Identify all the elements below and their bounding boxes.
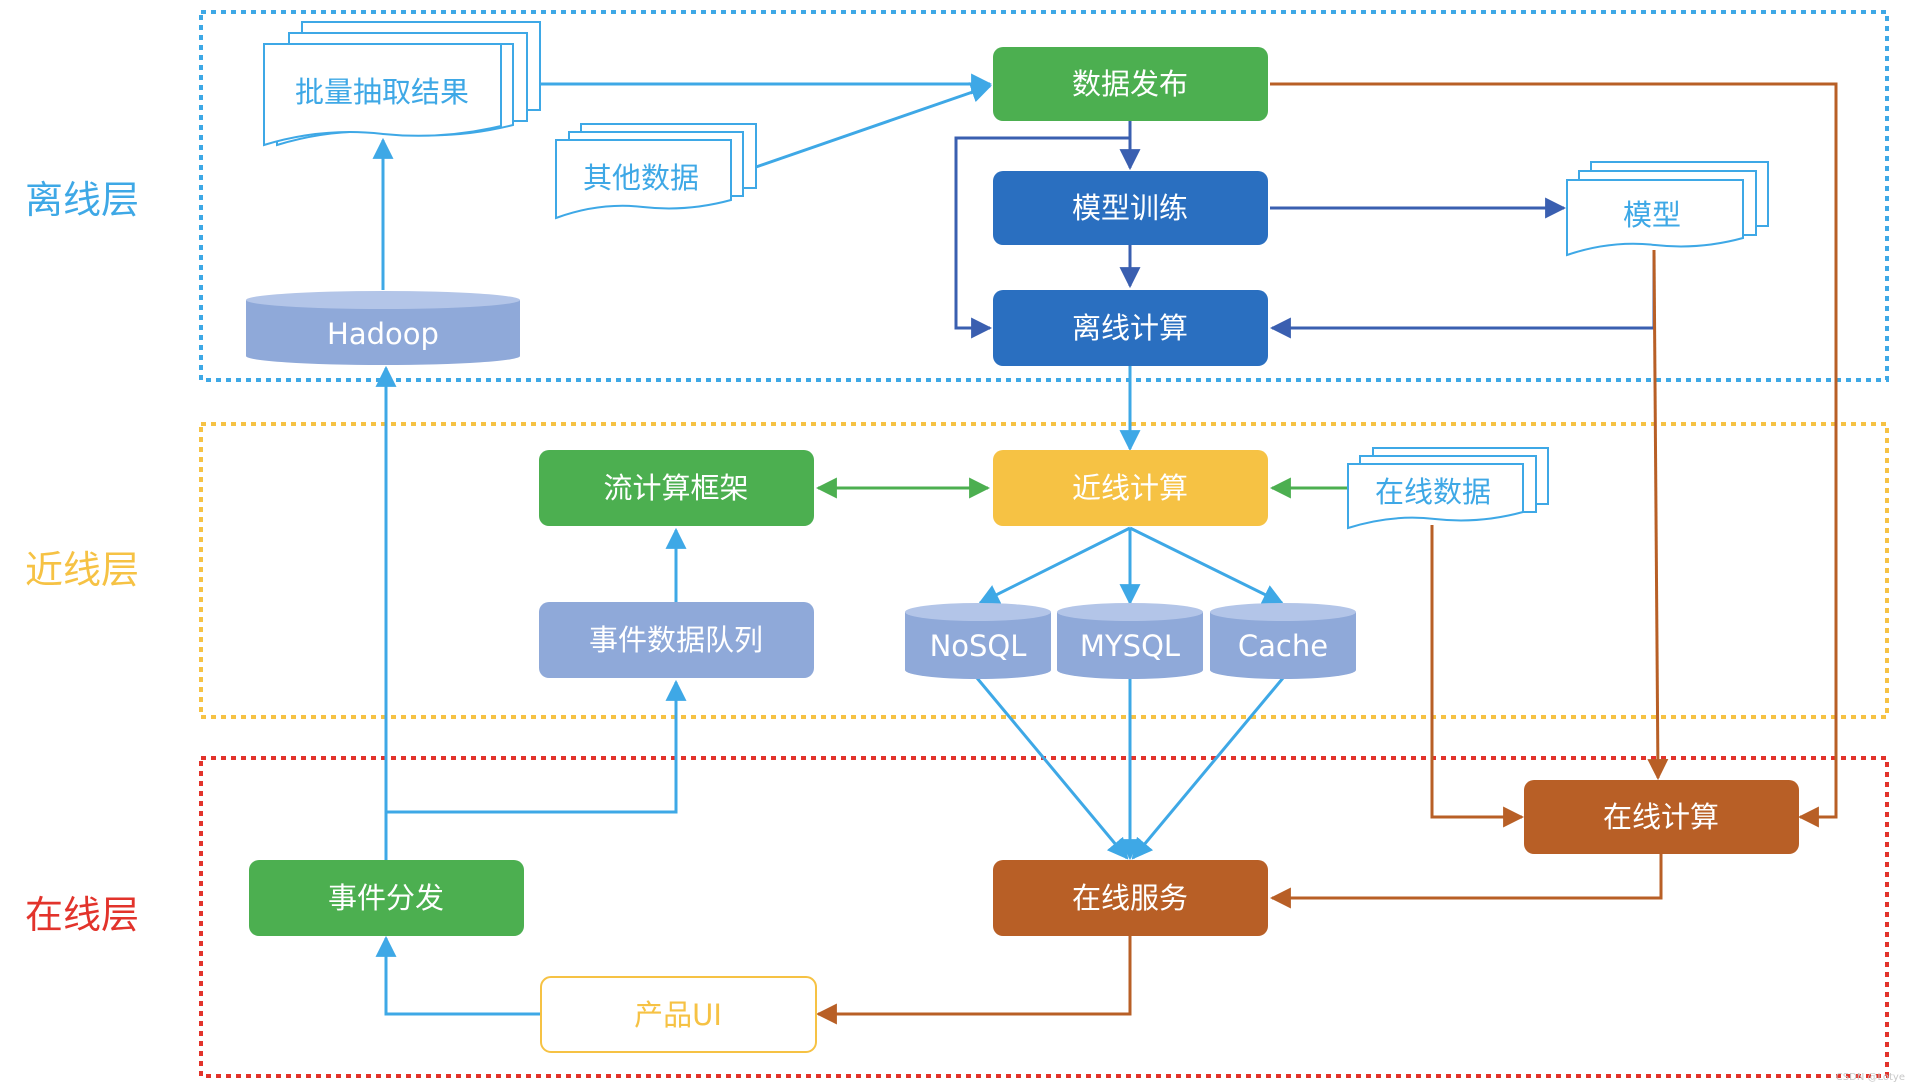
edge-cache-to-service [1131, 677, 1285, 860]
layer-label-offline: 离线层 [25, 178, 139, 222]
node-model-train[interactable]: 模型训练 [993, 171, 1268, 245]
doc-other-data-label: 其他数据 [583, 161, 699, 195]
node-event-queue[interactable]: 事件数据队列 [539, 602, 814, 678]
layer-label-nearline: 近线层 [25, 548, 139, 592]
edge-onlinedata-to-online-compute [1430, 525, 1525, 828]
node-nearline-compute-label: 近线计算 [1072, 471, 1188, 505]
doc-other-data: 其他数据 [555, 123, 757, 220]
node-online-service-label: 在线服务 [1072, 881, 1188, 915]
doc-online-data-label: 在线数据 [1375, 475, 1491, 509]
node-model-train-label: 模型训练 [1072, 191, 1188, 225]
offline-layer-frame [199, 10, 1889, 382]
node-product-ui-label: 产品UI [634, 998, 722, 1032]
node-stream-framework-label: 流计算框架 [603, 471, 748, 505]
db-nosql-label: NoSQL [930, 629, 1027, 663]
edge-nosql-to-service [975, 677, 1129, 860]
edge-nearline-to-cache [1129, 526, 1284, 605]
node-online-service[interactable]: 在线服务 [993, 860, 1268, 936]
nearline-layer-frame [199, 422, 1889, 719]
edge-nearline-to-nosql [978, 526, 1131, 605]
node-event-dispatch[interactable]: 事件分发 [249, 860, 524, 936]
edge-online-compute-to-service [1269, 854, 1663, 909]
db-hadoop-label: Hadoop [327, 317, 439, 351]
doc-model: 模型 [1566, 161, 1769, 257]
layer-label-online: 在线层 [25, 893, 139, 937]
edge-model-to-offline [1269, 250, 1656, 339]
db-nosql[interactable]: NoSQL [905, 603, 1051, 679]
db-cache-label: Cache [1238, 629, 1328, 663]
edge-service-to-ui [815, 936, 1132, 1025]
node-data-publish[interactable]: 数据发布 [993, 47, 1268, 121]
edge-ui-to-dispatch [375, 935, 540, 1016]
db-hadoop[interactable]: Hadoop [246, 291, 520, 365]
doc-batch-extract-label: 批量抽取结果 [295, 75, 469, 109]
edge-model-to-online-compute [1647, 249, 1669, 781]
db-mysql[interactable]: MYSQL [1057, 603, 1203, 679]
edge-publish-bypass-to-offline [954, 136, 1130, 339]
node-event-dispatch-label: 事件分发 [328, 881, 444, 915]
watermark: CSDN @Lotye [1836, 1072, 1905, 1083]
doc-online-data: 在线数据 [1347, 447, 1549, 530]
edge-publish-to-online-compute [1270, 82, 1838, 828]
doc-batch-extract: 批量抽取结果 [263, 21, 541, 147]
edge-dispatch-to-queue [386, 679, 687, 814]
node-offline-compute[interactable]: 离线计算 [993, 290, 1268, 366]
edge-other-to-publish [755, 82, 992, 169]
node-stream-framework[interactable]: 流计算框架 [539, 450, 814, 526]
node-online-compute-label: 在线计算 [1603, 800, 1719, 834]
node-nearline-compute[interactable]: 近线计算 [993, 450, 1268, 526]
node-offline-compute-label: 离线计算 [1072, 311, 1188, 345]
node-online-compute[interactable]: 在线计算 [1524, 780, 1799, 854]
db-mysql-label: MYSQL [1080, 629, 1180, 663]
node-product-ui[interactable]: 产品UI [540, 976, 817, 1053]
db-cache[interactable]: Cache [1210, 603, 1356, 679]
node-data-publish-label: 数据发布 [1072, 67, 1188, 101]
doc-model-label: 模型 [1623, 198, 1681, 232]
node-event-queue-label: 事件数据队列 [589, 623, 763, 657]
